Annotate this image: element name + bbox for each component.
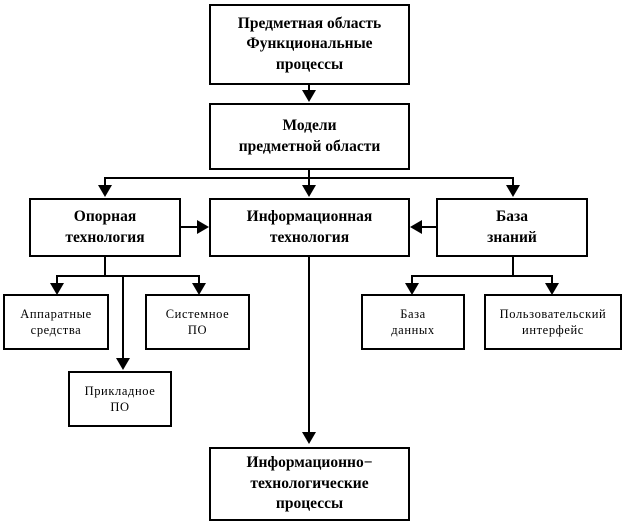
edge-knowledge-subtree-horizontal [411,275,553,277]
node-support-technology-label: Опорная технология [65,208,145,246]
edge-support-to-system-software-arrowhead [192,283,206,295]
node-database-label: База данных [391,306,435,338]
edge-bus-to-knowledge-base-drop [512,177,514,188]
edge-knowledge-to-user-interface-arrowhead [545,283,559,295]
node-support-technology[interactable]: Опорная технология [29,198,181,257]
edge-support-to-application-software-arrowhead [116,358,130,370]
node-system-software-label: Системное ПО [165,306,230,338]
node-knowledge-base[interactable]: База знаний [436,198,588,257]
edge-support-subtree-stem [104,257,106,277]
edge-support-to-system-software-drop [198,275,200,287]
edge-knowledge-to-user-interface-drop [551,275,553,287]
node-domain-models[interactable]: Модели предметной области [209,103,410,170]
node-information-technology[interactable]: Информационная технология [209,198,410,257]
edge-bus-to-support-technology-arrowhead [98,185,112,197]
edge-domain-area-to-models-stem [308,85,310,93]
edge-domain-area-to-models-arrowhead [302,90,316,102]
node-hardware-label: Аппаратные средства [20,306,92,338]
edge-bus-to-information-technology-drop [308,177,310,188]
edge-information-to-it-processes-line [308,257,310,437]
edge-support-to-hardware-drop [56,275,58,287]
edge-information-to-it-processes-arrowhead [302,432,316,444]
edge-knowledge-to-information-arrowhead [410,220,422,234]
edge-bus-to-knowledge-base-arrowhead [506,185,520,197]
node-domain-area-label: Предметная область Функциональные процес… [237,14,382,73]
node-application-software[interactable]: Прикладное ПО [68,371,172,427]
edge-support-to-application-software-drop [122,275,124,363]
node-information-technology-label: Информационная технология [246,208,373,246]
edge-support-to-hardware-arrowhead [50,283,64,295]
edge-support-to-information-arrowhead [197,220,209,234]
node-application-software-label: Прикладное ПО [84,383,156,415]
edge-knowledge-to-database-drop [411,275,413,287]
edge-knowledge-to-database-arrowhead [405,283,419,295]
node-it-processes-label: Информационно− технологические процессы [246,454,373,513]
edge-knowledge-to-information-line [422,226,436,228]
edge-bus-to-information-technology-arrowhead [302,185,316,197]
edge-bus-to-support-technology-drop [104,177,106,188]
node-knowledge-base-label: База знаний [487,208,537,246]
node-user-interface-label: Пользовательский интерфейс [499,306,607,338]
edge-models-bus-stem [308,170,310,179]
node-it-processes[interactable]: Информационно− технологические процессы [209,447,410,521]
node-domain-models-label: Модели предметной области [238,117,381,155]
node-domain-area[interactable]: Предметная область Функциональные процес… [209,4,410,85]
node-database[interactable]: База данных [361,294,465,350]
edge-support-subtree-horizontal [56,275,200,277]
node-user-interface[interactable]: Пользовательский интерфейс [484,294,622,350]
edge-knowledge-subtree-stem [512,257,514,277]
edge-support-to-information-line [181,226,200,228]
node-system-software[interactable]: Системное ПО [145,294,250,350]
node-hardware[interactable]: Аппаратные средства [3,294,109,350]
